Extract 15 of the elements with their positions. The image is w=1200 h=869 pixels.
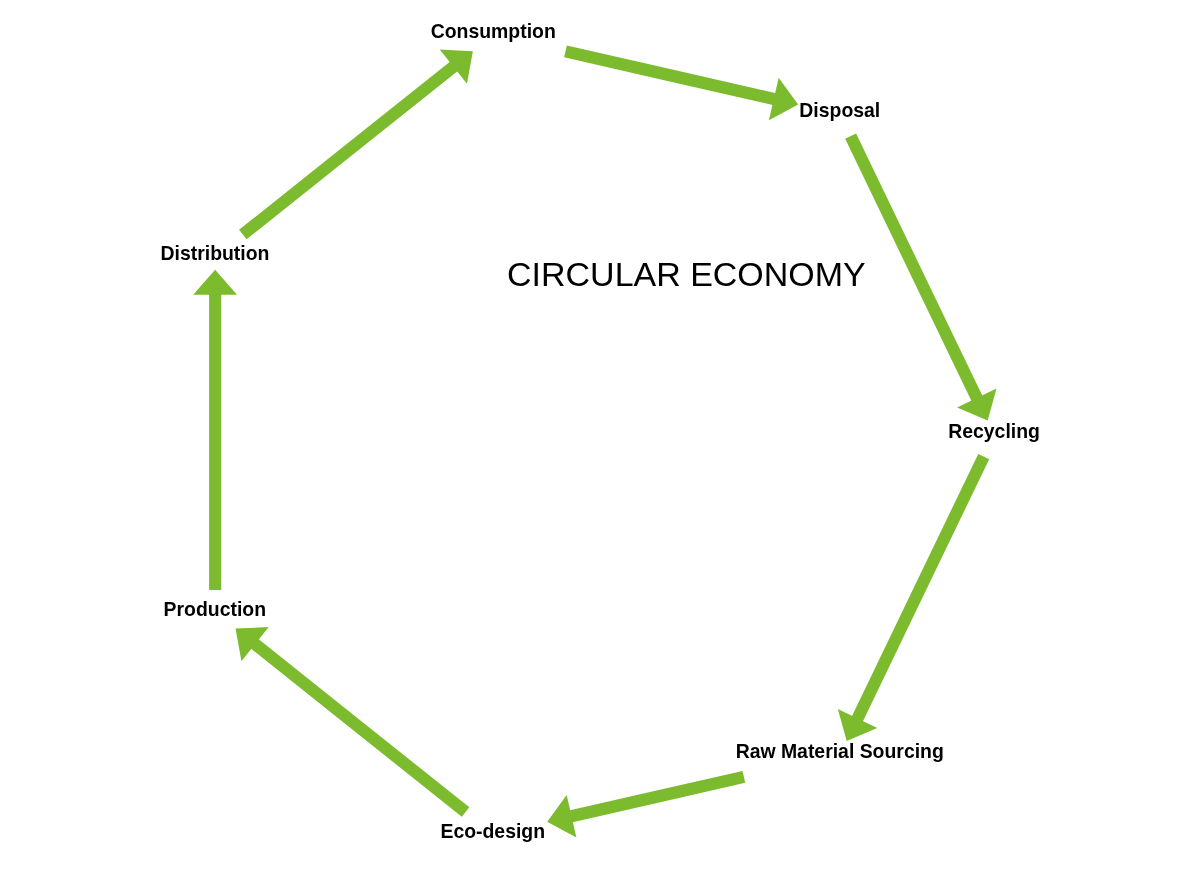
label: CIRCULAR ECONOMY [506, 255, 866, 294]
node-text: Consumption [430, 20, 556, 43]
arrow [192, 269, 237, 591]
node-text: Eco-design [439, 819, 545, 842]
arrow [837, 453, 989, 742]
arrow [844, 133, 996, 421]
arrow [235, 627, 469, 817]
arrow [563, 45, 798, 121]
arrow [546, 771, 745, 838]
node-text: Disposal [798, 99, 880, 122]
node-text: Recycling [947, 419, 1040, 442]
node-text: Production [163, 597, 266, 620]
arrow [238, 49, 473, 240]
node-text: Distribution [160, 242, 269, 265]
node-text: Raw Material Sourcing [735, 740, 944, 763]
